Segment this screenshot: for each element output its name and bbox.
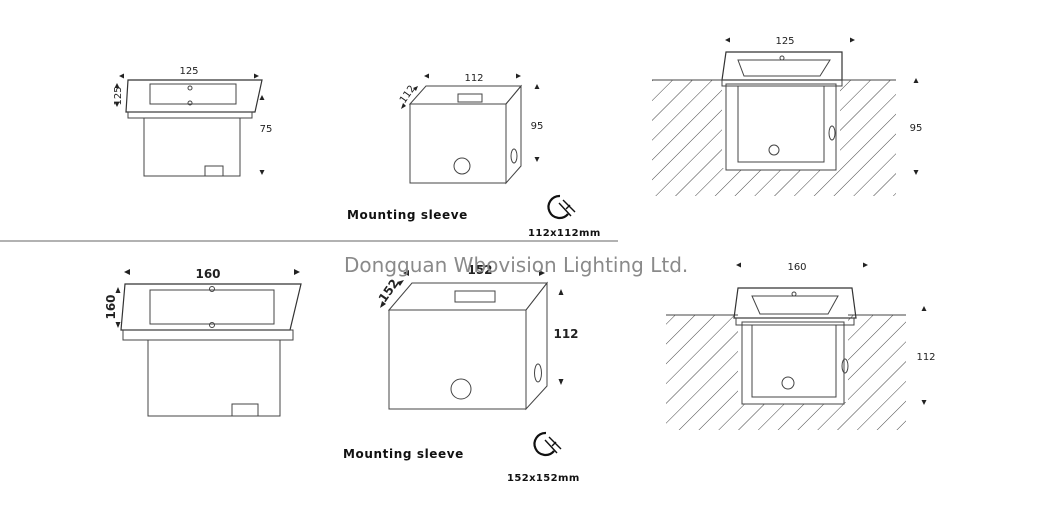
watermark-text: Dongguan Wbovision Lighting Ltd. xyxy=(344,253,688,277)
row1-front-depth: 125 xyxy=(113,86,124,105)
row1-sleeve-height: 95 xyxy=(531,121,544,132)
rotate-install-icon xyxy=(533,431,562,457)
row2-installed-view: 160 112 xyxy=(666,262,936,430)
row1-sleeve-depth: 112 xyxy=(398,84,418,106)
row2-fixture-view: 160 160 xyxy=(104,267,302,417)
row1-installed-width: 125 xyxy=(775,36,794,47)
row1-installed-view: 125 95 xyxy=(652,36,922,196)
row2-sleeve-size: 152x152mm xyxy=(507,473,580,484)
row1-front-width: 125 xyxy=(179,66,198,77)
row2-sleeve-depth: 152 xyxy=(376,276,402,305)
row2-front-depth: 160 xyxy=(104,294,118,319)
row2-sleeve-width: 152 xyxy=(467,263,492,277)
rotate-install-icon xyxy=(547,194,576,220)
row1-sleeve-width: 112 xyxy=(464,73,483,84)
row1-sleeve-caption: Mounting sleeve xyxy=(347,208,468,222)
row1-sleeve-size: 112x112mm xyxy=(528,228,601,239)
row2-installed-width: 160 xyxy=(787,262,806,273)
row1-fixture-view: 125 125 75 xyxy=(113,66,273,177)
row2-sleeve-view: 152 152 112 Mounting sleeve 152x152mm xyxy=(343,263,580,484)
row2-sleeve-caption: Mounting sleeve xyxy=(343,447,464,461)
row1-front-height: 75 xyxy=(260,124,273,135)
row2-front-width: 160 xyxy=(195,267,220,281)
row1-sleeve-view: 112 112 95 Mounting sleeve 112x112mm xyxy=(347,73,601,239)
row2-installed-height: 112 xyxy=(916,352,935,363)
row1-installed-height: 95 xyxy=(910,123,923,134)
row2-sleeve-height: 112 xyxy=(553,327,578,341)
